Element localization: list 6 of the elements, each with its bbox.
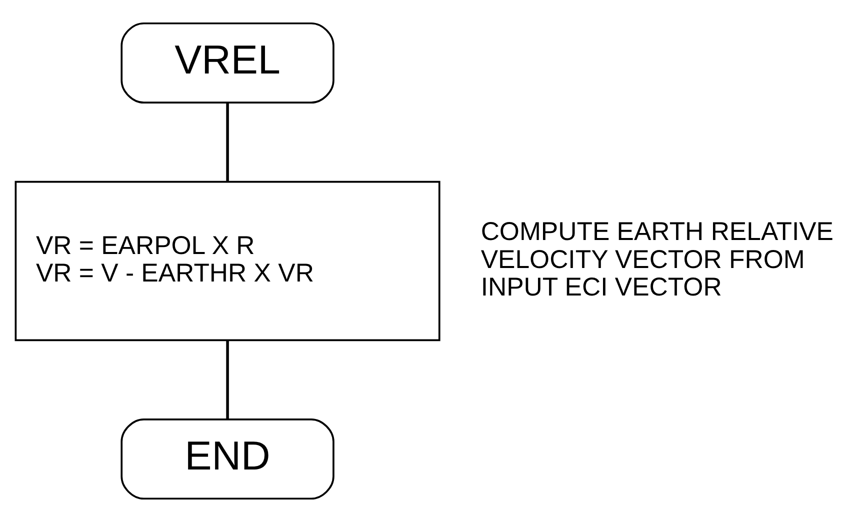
- connector: [226, 102, 229, 181]
- node-box: VREL: [120, 22, 334, 103]
- node-box: END: [120, 418, 334, 500]
- node-box: VR = EARPOL X R VR = V - EARTHR X VR: [14, 180, 440, 341]
- node-label: COMPUTE EARTH RELATIVE VELOCITY VECTOR FROM INPUT ECI VECTOR: [480, 218, 834, 301]
- connector: [226, 340, 229, 419]
